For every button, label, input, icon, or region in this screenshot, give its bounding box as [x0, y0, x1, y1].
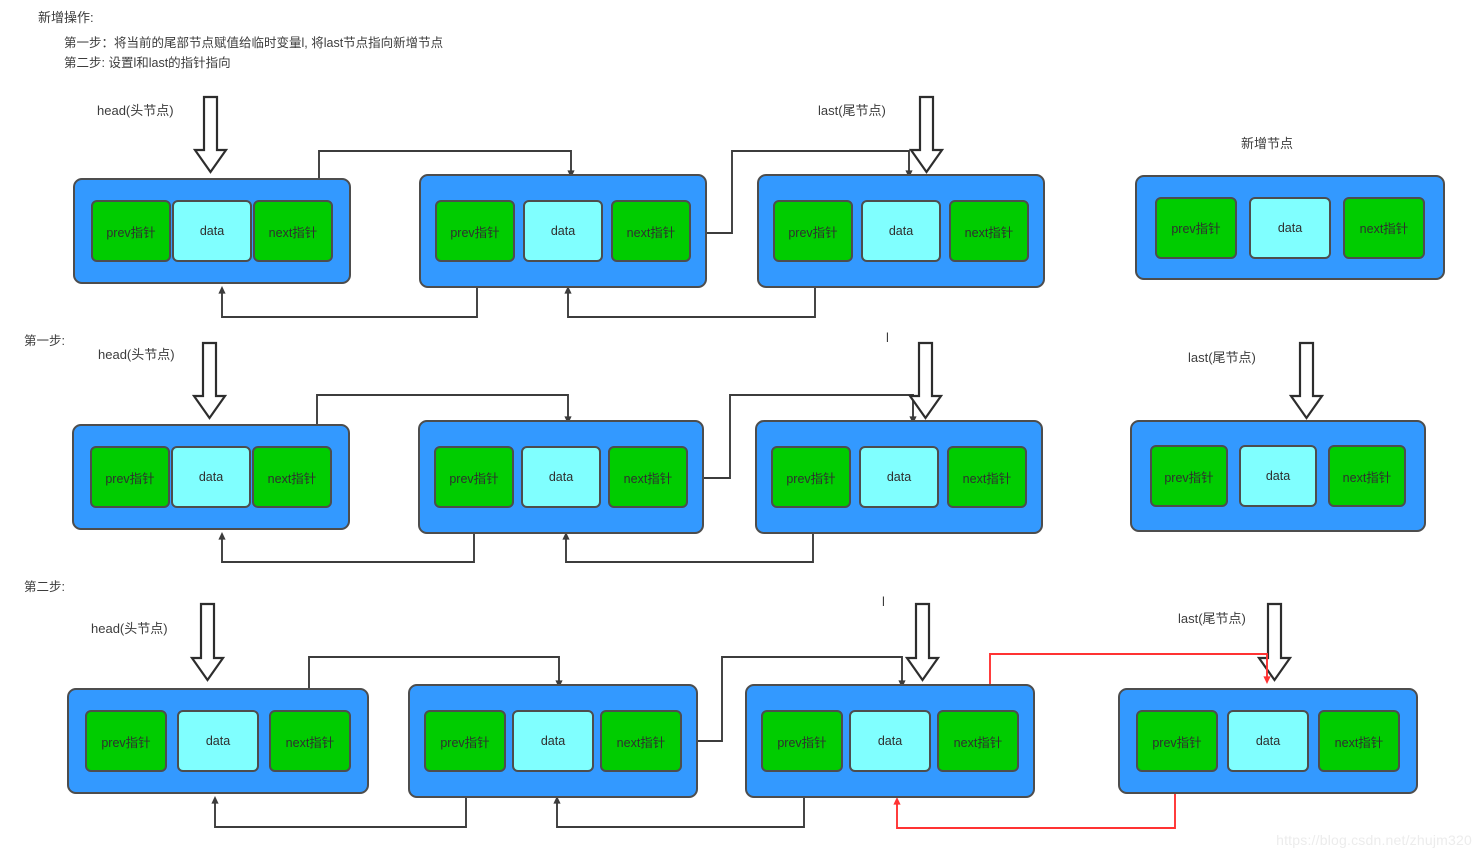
cell-data[interactable]: data	[512, 710, 594, 772]
cell-next[interactable]: next指针	[947, 446, 1027, 508]
pointer-label-new-node-row1: 新增节点	[1241, 136, 1294, 151]
diagram-title: 新增操作:	[38, 10, 94, 25]
pointer-label-head-row1: head(头节点)	[97, 103, 174, 118]
cell-next[interactable]: next指针	[600, 710, 682, 772]
node-new-last-row2[interactable]: prev指针 data next指针	[1130, 420, 1426, 532]
step-label-2: 第二步:	[24, 580, 65, 594]
cell-data[interactable]: data	[1249, 196, 1331, 259]
cell-next[interactable]: next指针	[611, 200, 691, 262]
cell-data[interactable]: data	[177, 710, 259, 772]
node-head-row3[interactable]: prev指针 data next指针	[67, 688, 369, 794]
cell-next[interactable]: next指针	[937, 710, 1019, 772]
cell-prev[interactable]: prev指针	[90, 446, 170, 508]
pointer-label-head-row2: head(头节点)	[98, 347, 175, 362]
node-temp-l-row3[interactable]: prev指针 data next指针	[745, 684, 1035, 798]
node-middle-row1[interactable]: prev指针 data next指针	[419, 174, 707, 288]
node-new-last-row3[interactable]: prev指针 data next指针	[1118, 688, 1418, 794]
step-label-1: 第一步:	[24, 334, 65, 348]
node-new-row1[interactable]: prev指针 data next指针	[1135, 175, 1445, 280]
cell-prev[interactable]: prev指针	[1150, 445, 1228, 507]
cell-data[interactable]: data	[861, 200, 941, 262]
cell-data[interactable]: data	[523, 200, 603, 262]
cell-next[interactable]: next指针	[252, 446, 332, 508]
cell-data[interactable]: data	[172, 200, 252, 262]
node-middle-row2[interactable]: prev指针 data next指针	[418, 420, 704, 534]
pointer-label-temp-row3: l	[882, 594, 885, 609]
cell-next[interactable]: next指针	[269, 710, 351, 772]
cell-prev[interactable]: prev指针	[771, 446, 851, 508]
cell-data[interactable]: data	[521, 446, 601, 508]
cell-data[interactable]: data	[849, 710, 931, 772]
pointer-label-last-row1: last(尾节点)	[818, 103, 886, 118]
cell-prev[interactable]: prev指针	[1155, 196, 1237, 259]
pointer-label-last-row2: last(尾节点)	[1188, 350, 1256, 365]
cell-prev[interactable]: prev指针	[773, 200, 853, 262]
cell-next[interactable]: next指针	[608, 446, 688, 508]
description-line-1: 第一步：将当前的尾部节点赋值给临时变量l, 将last节点指向新增节点	[64, 36, 444, 50]
cell-prev[interactable]: prev指针	[85, 710, 167, 772]
pointer-label-last-row3: last(尾节点)	[1178, 611, 1246, 626]
pointer-label-head-row3: head(头节点)	[91, 621, 168, 636]
cell-next[interactable]: next指针	[1343, 196, 1425, 259]
cell-prev[interactable]: prev指针	[424, 710, 506, 772]
cell-data[interactable]: data	[1227, 710, 1309, 772]
description-line-2: 第二步: 设置l和last的指针指向	[64, 56, 231, 70]
cell-next[interactable]: next指针	[1318, 710, 1400, 772]
cell-next[interactable]: next指针	[949, 200, 1029, 262]
watermark: https://blog.csdn.net/zhujm320	[1276, 832, 1472, 848]
cell-data[interactable]: data	[171, 446, 251, 508]
cell-data[interactable]: data	[1239, 445, 1317, 507]
node-head-row2[interactable]: prev指针 data next指针	[72, 424, 350, 530]
node-head-row1[interactable]: prev指针 data next指针	[73, 178, 351, 284]
node-tail-row1[interactable]: prev指针 data next指针	[757, 174, 1045, 288]
pointer-label-temp-row2: l	[886, 330, 889, 345]
cell-prev[interactable]: prev指针	[435, 200, 515, 262]
cell-prev[interactable]: prev指针	[1136, 710, 1218, 772]
cell-next[interactable]: next指针	[253, 200, 333, 262]
cell-prev[interactable]: prev指针	[761, 710, 843, 772]
cell-prev[interactable]: prev指针	[91, 200, 171, 262]
node-middle-row3[interactable]: prev指针 data next指针	[408, 684, 698, 798]
cell-prev[interactable]: prev指针	[434, 446, 514, 508]
cell-next[interactable]: next指针	[1328, 445, 1406, 507]
node-temp-l-row2[interactable]: prev指针 data next指针	[755, 420, 1043, 534]
cell-data[interactable]: data	[859, 446, 939, 508]
